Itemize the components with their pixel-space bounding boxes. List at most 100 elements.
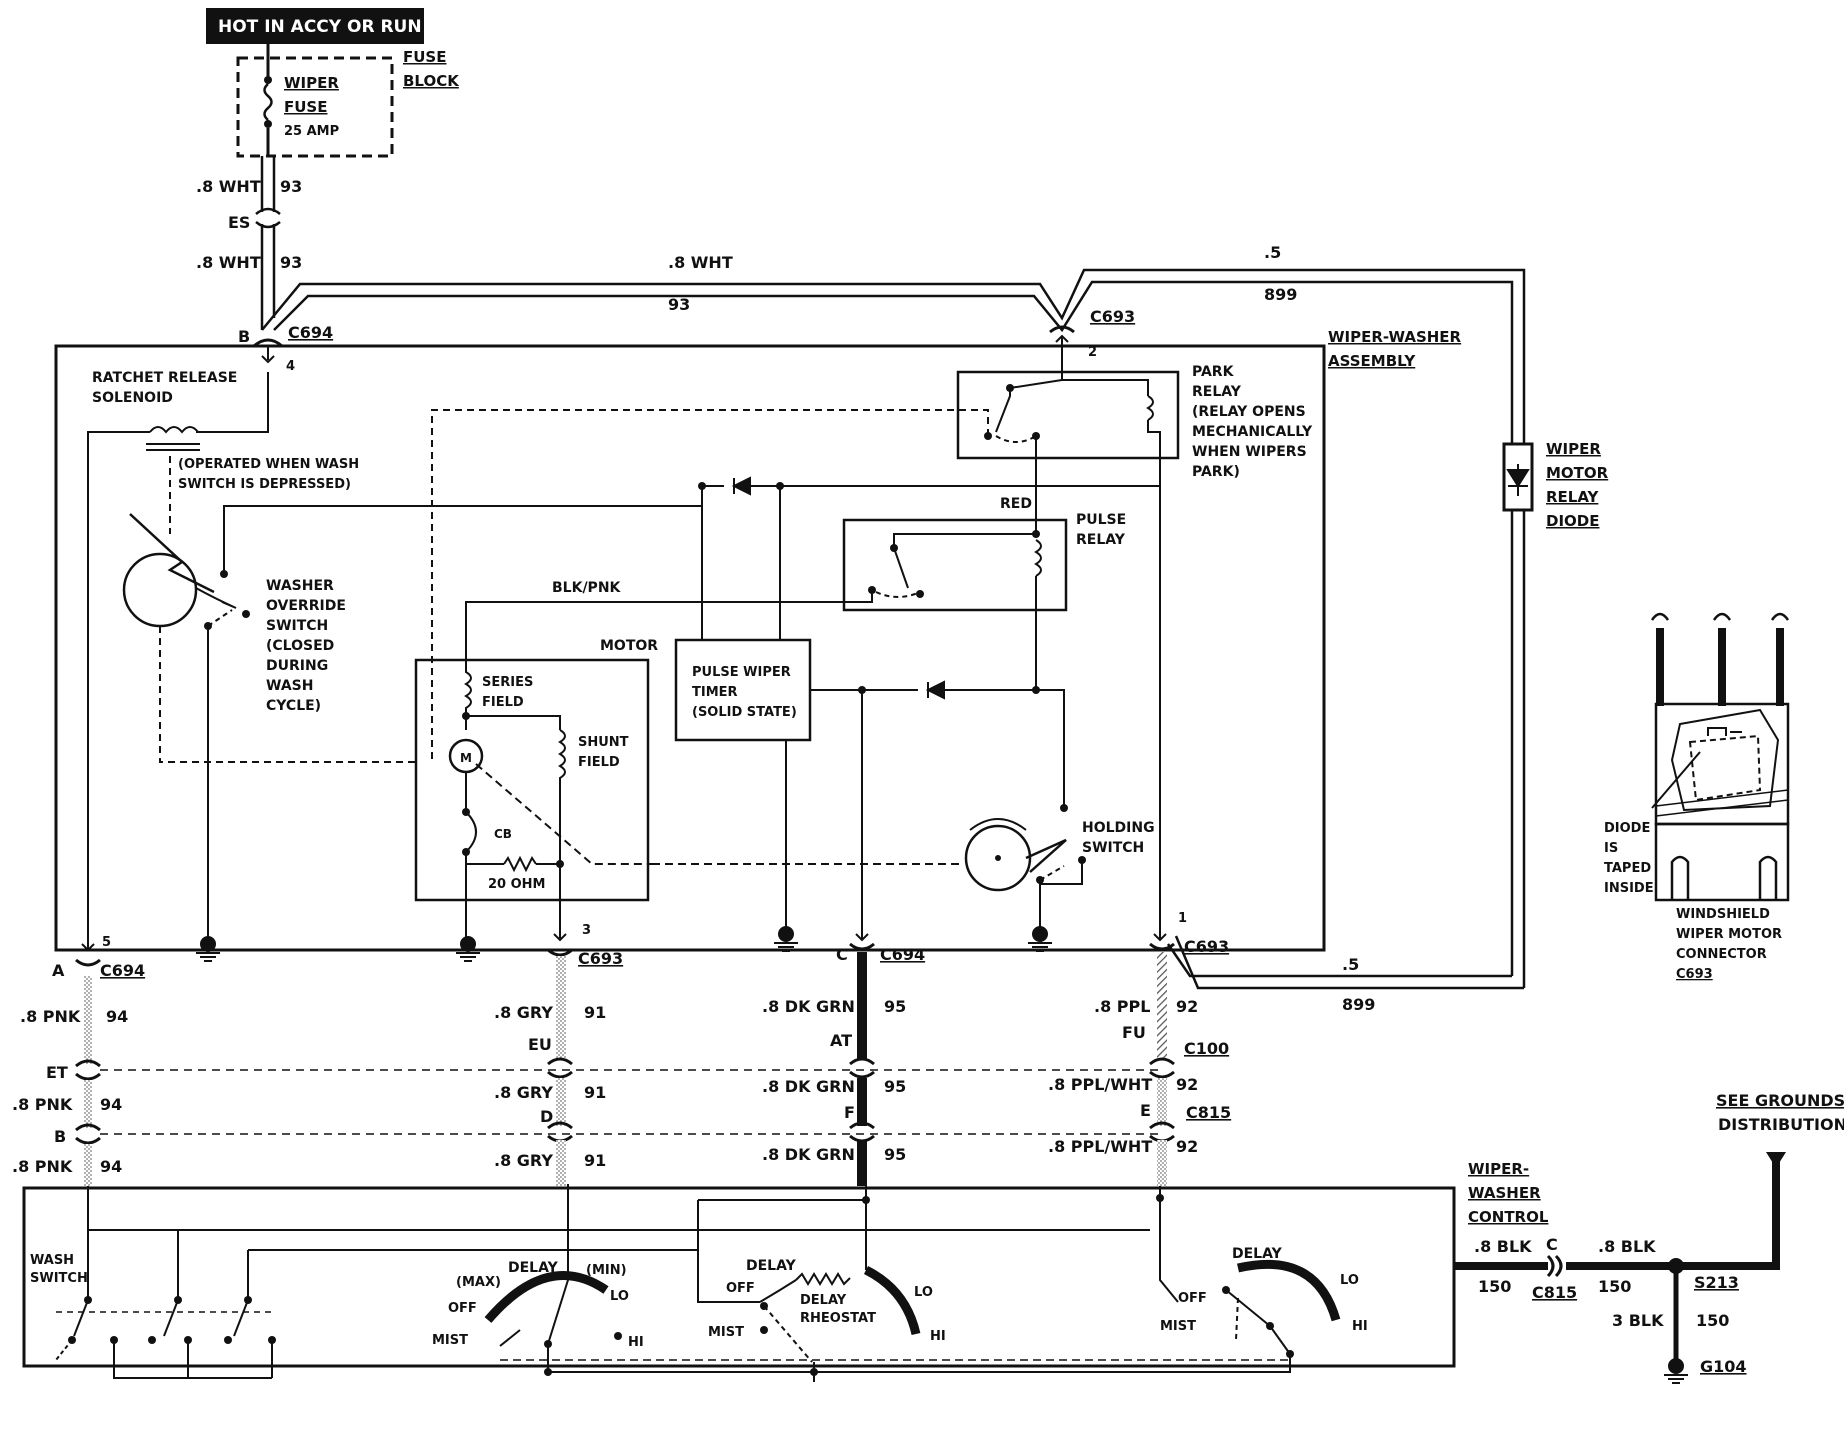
diode-icon-upper	[731, 476, 751, 496]
ground-icon	[1663, 1358, 1689, 1384]
diagram-label: SWITCH	[30, 1271, 88, 1286]
diagram-label: WASH	[30, 1253, 74, 1268]
power-header-label: HOT IN ACCY OR RUN	[218, 17, 422, 37]
diagram-label: LO	[914, 1285, 933, 1300]
ground-icon	[1027, 926, 1053, 952]
taped-diode-icon	[1707, 727, 1742, 736]
motor	[414, 658, 650, 902]
wiper-motor-relay-diode: WIPER MOTOR RELAY DIODE	[1502, 440, 1609, 988]
schematic-stroke	[1670, 855, 1778, 900]
diagram-label: 20 OHM	[488, 877, 545, 892]
schematic-stroke	[547, 1057, 573, 1079]
schematic-stroke	[129, 513, 215, 594]
schematic-stroke	[995, 435, 1037, 443]
diagram-label: 3 BLK	[1612, 1311, 1664, 1330]
diagram-label: A	[52, 961, 65, 980]
diagram-label: RATCHET RELEASE	[92, 370, 237, 386]
diagram-label: .8 DK GRN	[762, 997, 855, 1016]
diagram-label: LO	[610, 1289, 629, 1304]
diagram-label: 91	[584, 1151, 606, 1170]
schematic-stroke	[916, 590, 924, 598]
diagram-label: 150	[1696, 1311, 1729, 1330]
pulse-relay	[842, 518, 1068, 612]
diagram-label: DELAY	[800, 1293, 847, 1308]
diagram-label: .8 DK GRN	[762, 1145, 855, 1164]
connector-c694-bottom: C694	[100, 961, 145, 980]
diagram-label: 899	[1342, 995, 1375, 1014]
diagram-label: C693	[1676, 967, 1713, 982]
diagram-label: MIST	[1160, 1319, 1196, 1334]
schematic-stroke	[995, 388, 1011, 433]
diagram-label: FIELD	[482, 695, 524, 710]
diagram-label: E	[1140, 1101, 1151, 1120]
diagram-label: .8 DK GRN	[762, 1077, 855, 1096]
diagram-label: 94	[106, 1007, 128, 1026]
connector-c693-pin1-icon	[1149, 942, 1175, 951]
schematic-stroke	[148, 1336, 156, 1344]
diagram-label: HI	[1352, 1319, 1368, 1334]
schematic-stroke	[466, 715, 561, 730]
diagram-label: EU	[528, 1035, 552, 1054]
diagram-label: 1	[1178, 911, 1187, 926]
diagram-label: 3	[582, 923, 591, 938]
diagram-label: PARK	[1192, 364, 1235, 380]
diagram-label: WIPER	[1546, 440, 1601, 458]
schematic-stroke	[431, 409, 989, 760]
schematic-stroke	[465, 590, 873, 660]
schematic-stroke	[87, 431, 150, 950]
schematic-stroke	[1670, 708, 1780, 812]
schematic-stroke	[84, 1144, 92, 1186]
schematic-stroke	[1147, 420, 1161, 940]
diagram-label: .8 BLK	[1474, 1237, 1532, 1256]
connector-c815: C815	[1186, 1103, 1231, 1122]
connector-c693-top: C693	[1090, 307, 1135, 326]
schematic-stroke	[224, 1336, 232, 1344]
schematic-stroke	[1650, 612, 1790, 621]
schematic-stroke	[875, 591, 921, 598]
schematic-stroke	[1025, 838, 1067, 873]
diagram-label: INSIDE	[1604, 881, 1654, 896]
schematic-stroke	[223, 505, 702, 574]
schematic-stroke	[553, 922, 567, 942]
diagram-label: M	[460, 751, 472, 765]
diagram-label: (MAX)	[456, 1275, 501, 1290]
diagram-label: (MIN)	[586, 1263, 627, 1278]
diagram-label: C	[1546, 1235, 1558, 1254]
diagram-label: DELAY	[508, 1260, 559, 1276]
diagram-label: .8 PNK	[12, 1095, 73, 1114]
diagram-label: MIST	[432, 1333, 468, 1348]
diagram-label: OFF	[726, 1281, 755, 1296]
diagram-label: RED	[1000, 496, 1032, 512]
schematic-stroke	[1157, 952, 1167, 1060]
schematic-stroke	[849, 1057, 875, 1079]
schematic-stroke	[22, 1186, 1456, 1368]
diagram-label: .8 GRY	[494, 1083, 553, 1102]
schematic-stroke	[1039, 860, 1083, 940]
schematic-stroke	[1655, 789, 1789, 807]
diagram-label: 150	[1478, 1277, 1511, 1296]
diagram-label: 92	[1176, 1075, 1198, 1094]
diagram-label: .8 WHT	[668, 253, 733, 272]
diagram-label: AT	[830, 1031, 852, 1050]
schematic-stroke	[264, 76, 272, 84]
diagram-label: WASHER	[1468, 1184, 1541, 1202]
diagram-label: 94	[100, 1157, 122, 1176]
diagram-label: SOLENOID	[92, 390, 173, 406]
diagram-label: 95	[884, 1077, 906, 1096]
connector-b-icon	[75, 1123, 101, 1145]
schematic-stroke	[556, 956, 566, 1060]
schematic-stroke	[1688, 734, 1762, 802]
diagram-label: 150	[1598, 1277, 1631, 1296]
diagram-label: 4	[286, 359, 295, 374]
diagram-label: 91	[584, 1003, 606, 1022]
schematic-stroke	[1766, 1152, 1786, 1168]
ground-g104: G104	[1700, 1357, 1747, 1376]
park-relay	[956, 370, 1180, 460]
diagram-label: IS	[1604, 841, 1618, 856]
diagram-label: (CLOSED	[266, 638, 334, 654]
diagram-label: CONTROL	[1468, 1208, 1549, 1226]
circuit-breaker-icon	[465, 811, 477, 853]
diagram-label: RELAY	[1546, 488, 1600, 506]
connector-c100-bottom-icon	[1149, 1057, 1175, 1079]
resistor-icon	[503, 855, 537, 873]
